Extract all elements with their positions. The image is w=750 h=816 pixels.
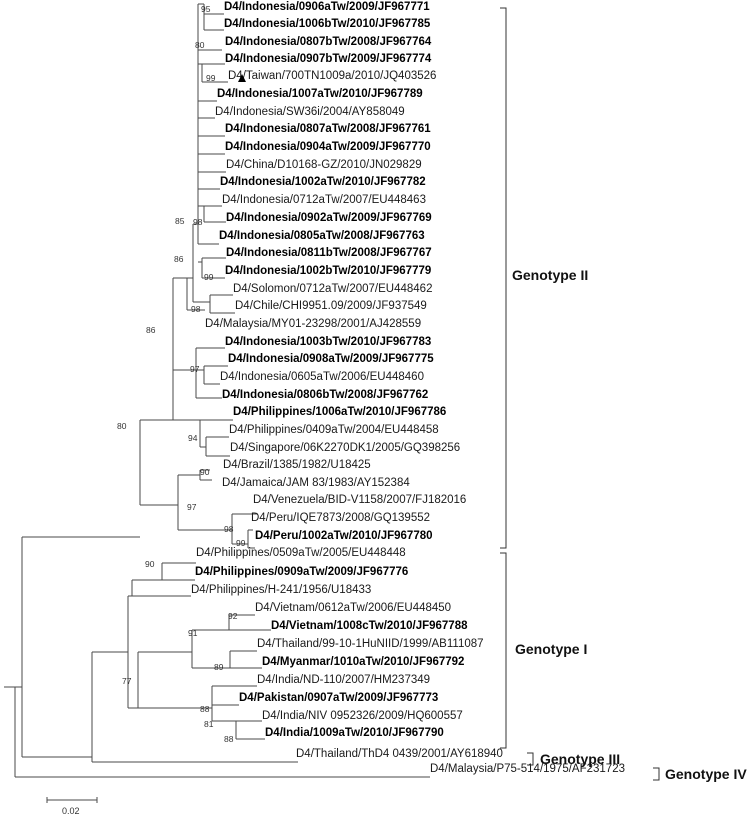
leaf-labels: D4/Indonesia/0906aTw/2009/JF967771D4/Ind… — [191, 1, 625, 775]
bootstrap-value: 81 — [204, 719, 214, 729]
leaf-label: D4/Singapore/06K2270DK1/2005/GQ398256 — [230, 442, 460, 454]
leaf-label: D4/Philippines/1006aTw/2010/JF967786 — [233, 406, 446, 418]
leaf-label: D4/Philippines/0409aTw/2004/EU448458 — [229, 424, 439, 436]
scale-bar-label: 0.02 — [62, 806, 80, 816]
bootstrap-value: 86 — [146, 325, 156, 335]
leaf-label: D4/Indonesia/0811bTw/2008/JF967767 — [226, 247, 432, 259]
tree-branches — [4, 3, 430, 778]
leaf-label: D4/Indonesia/0806bTw/2008/JF967762 — [222, 389, 428, 401]
leaf-label: D4/Indonesia/1007aTw/2010/JF967789 — [217, 88, 423, 100]
bootstrap-value: 98 — [224, 524, 234, 534]
bootstrap-value: 88 — [224, 734, 234, 744]
leaf-label: D4/Myanmar/1010aTw/2010/JF967792 — [262, 656, 464, 668]
leaf-label: D4/Indonesia/SW36i/2004/AY858049 — [215, 106, 405, 118]
leaf-label: D4/Chile/CHI9951.09/2009/JF937549 — [235, 300, 427, 312]
genotype-brackets — [500, 7, 660, 781]
bootstrap-value: 88 — [200, 704, 210, 714]
leaf-label: D4/Indonesia/0807aTw/2008/JF967761 — [225, 123, 431, 135]
bootstrap-value: 99 — [204, 272, 214, 282]
leaf-label: D4/Philippines/0509aTw/2005/EU448448 — [196, 547, 406, 559]
leaf-label: D4/Indonesia/0906aTw/2009/JF967771 — [224, 1, 430, 13]
leaf-label: D4/Indonesia/1003bTw/2010/JF967783 — [225, 336, 431, 348]
leaf-label: D4/China/D10168-GZ/2010/JN029829 — [226, 159, 422, 171]
leaf-label: D4/Peru/1002aTw/2010/JF967780 — [255, 530, 433, 542]
leaf-label: D4/Malaysia/MY01-23298/2001/AJ428559 — [205, 318, 421, 330]
leaf-label: D4/Indonesia/0805aTw/2008/JF967763 — [219, 230, 425, 242]
leaf-label: D4/Indonesia/1006bTw/2010/JF967785 — [224, 18, 431, 30]
bootstrap-value: 90 — [145, 559, 155, 569]
bootstrap-value: 97 — [187, 502, 197, 512]
bootstrap-value: 99 — [236, 538, 246, 548]
bootstrap-value: 98 — [191, 304, 201, 314]
leaf-label: D4/Indonesia/0908aTw/2009/JF967775 — [228, 353, 434, 365]
genotype-ii-label: Genotype II — [512, 267, 588, 283]
bootstrap-value: 89 — [214, 662, 224, 672]
leaf-label: D4/Indonesia/0907bTw/2009/JF967774 — [225, 53, 432, 65]
leaf-label: D4/Indonesia/0807bTw/2008/JF967764 — [225, 36, 432, 48]
genotype-ii-bracket — [500, 7, 507, 549]
leaf-label: D4/India/NIV 0952326/2009/HQ600557 — [262, 710, 463, 722]
leaf-label: D4/Indonesia/0902aTw/2009/JF967769 — [226, 212, 432, 224]
leaf-label: D4/Peru/IQE7873/2008/GQ139552 — [251, 512, 430, 524]
leaf-label: D4/Thailand/99-10-1HuNIID/1999/AB111087 — [257, 638, 484, 650]
bootstrap-value: 85 — [175, 216, 185, 226]
leaf-label: D4/Indonesia/1002aTw/2010/JF967782 — [220, 176, 426, 188]
leaf-label: D4/Taiwan/700TN1009a/2010/JQ403526 — [228, 70, 436, 82]
bootstrap-value: 77 — [122, 676, 132, 686]
leaf-label: D4/Thailand/ThD4 0439/2001/AY618940 — [296, 748, 503, 760]
genotype-iv-bracket — [653, 767, 660, 781]
scale-bar: 0.02 — [46, 797, 98, 816]
bootstrap-value: 80 — [195, 40, 205, 50]
leaf-label: D4/Venezuela/BID-V1158/2007/FJ182016 — [253, 494, 466, 506]
leaf-label: D4/Vietnam/1008cTw/2010/JF967788 — [271, 620, 468, 632]
leaf-label: D4/India/1009aTw/2010/JF967790 — [265, 727, 444, 739]
genotype-i-bracket — [500, 552, 507, 749]
leaf-label: D4/Malaysia/P75-514/1975/AF231723 — [430, 763, 625, 775]
bootstrap-value: 97 — [190, 364, 200, 374]
genotype-iii-bracket — [527, 752, 534, 766]
bootstrap-value: 92 — [228, 611, 238, 621]
leaf-label: D4/Indonesia/0605aTw/2006/EU448460 — [220, 371, 424, 383]
bootstrap-value: 95 — [201, 4, 211, 14]
bootstrap-value: 91 — [188, 628, 198, 638]
leaf-label: D4/Solomon/0712aTw/2007/EU448462 — [233, 283, 432, 295]
bootstrap-value: 94 — [188, 433, 198, 443]
bootstrap-value: 98 — [193, 217, 203, 227]
leaf-label: D4/Jamaica/JAM 83/1983/AY152384 — [222, 477, 410, 489]
leaf-label: D4/Indonesia/1002bTw/2010/JF967779 — [225, 265, 431, 277]
triangle-marker-icon — [238, 74, 246, 82]
leaf-label: D4/Philippines/H-241/1956/U18433 — [191, 584, 371, 596]
genotype-i-label: Genotype I — [515, 641, 587, 657]
bootstrap-value: 80 — [117, 421, 127, 431]
leaf-label: D4/Brazil/1385/1982/U18425 — [223, 459, 371, 471]
leaf-label: D4/Philippines/0909aTw/2009/JF967776 — [195, 566, 408, 578]
leaf-label: D4/Indonesia/0712aTw/2007/EU448463 — [222, 194, 426, 206]
genotype-iv-label: Genotype IV — [665, 766, 747, 782]
bootstrap-value: 90 — [200, 467, 210, 477]
leaf-label: D4/Pakistan/0907aTw/2009/JF967773 — [239, 692, 438, 704]
leaf-label: D4/Vietnam/0612aTw/2006/EU448450 — [255, 602, 451, 614]
bootstrap-value: 99 — [206, 73, 216, 83]
leaf-label: D4/Indonesia/0904aTw/2009/JF967770 — [225, 141, 431, 153]
genotype-iii-label: Genotype III — [540, 751, 620, 767]
leaf-label: D4/India/ND-110/2007/HM237349 — [257, 674, 430, 686]
bootstrap-value: 86 — [174, 254, 184, 264]
